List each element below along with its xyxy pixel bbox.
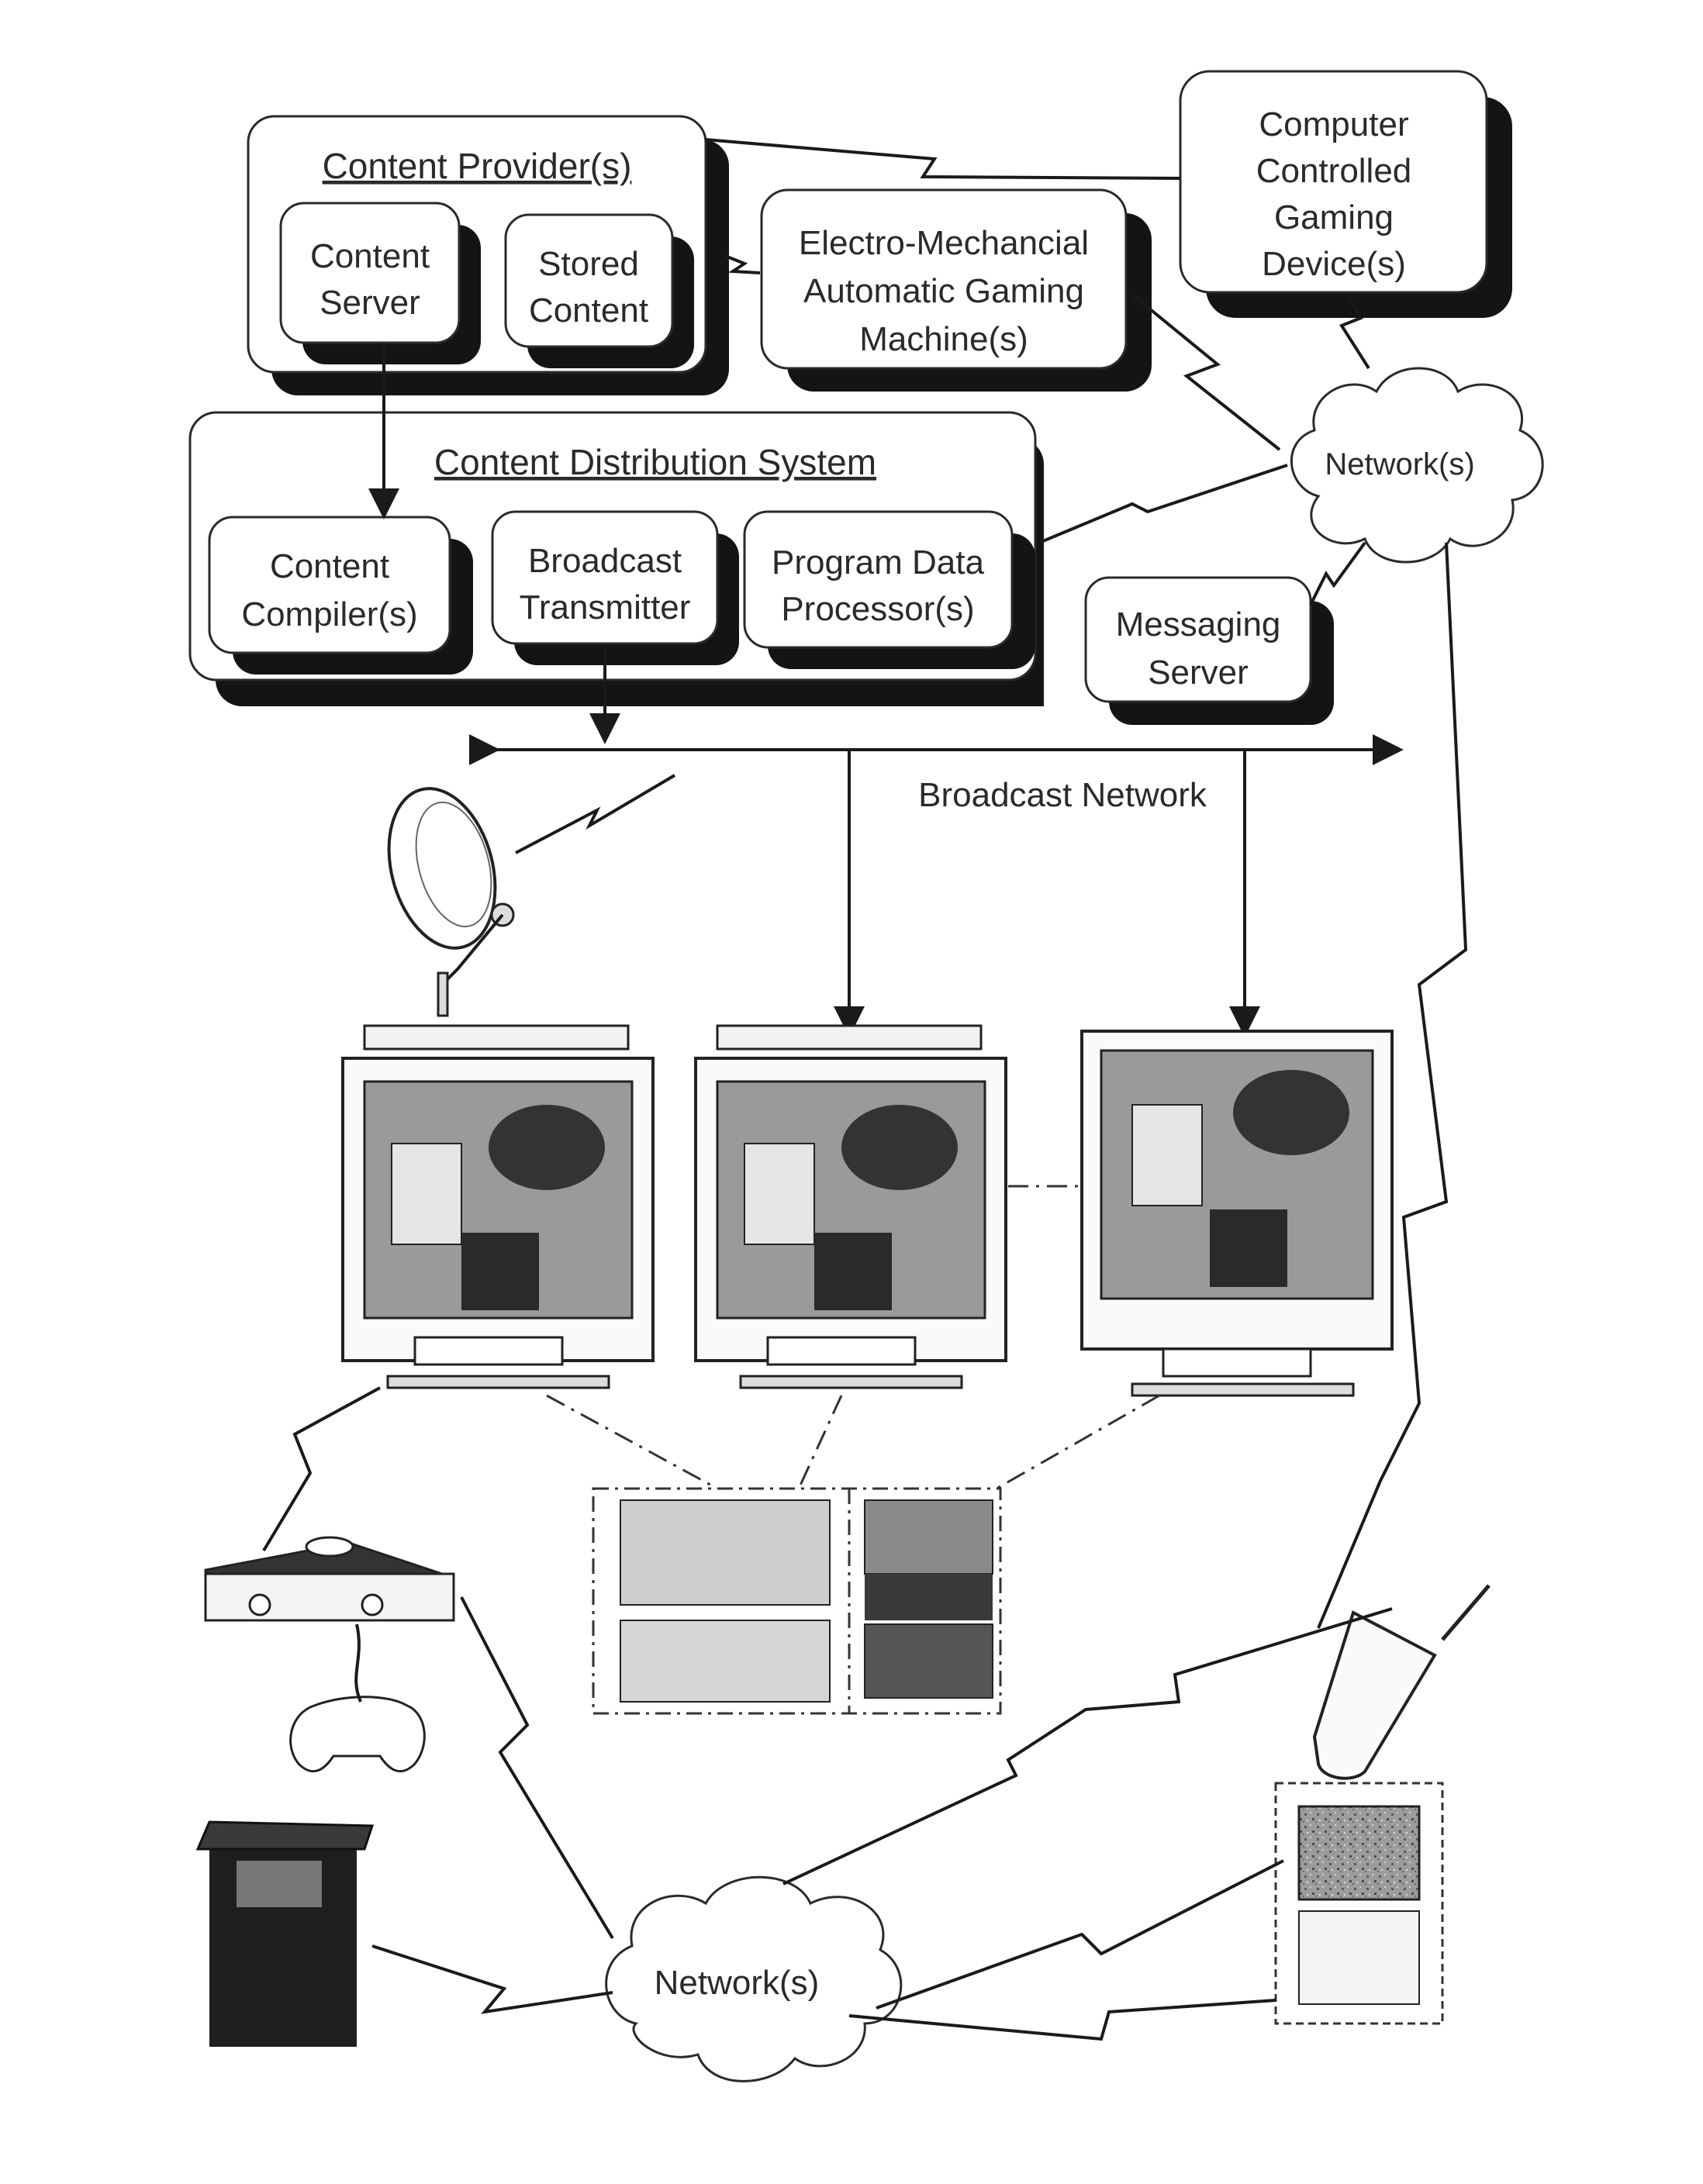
program-data-processor-box: Program Data Processor(s) xyxy=(744,512,1035,669)
compiler-label-1: Content xyxy=(270,547,389,585)
em-gaming-label-3: Machine(s) xyxy=(859,320,1028,358)
broadcast-network-bus: Broadcast Network xyxy=(485,750,1388,1022)
content-provider-group: Content Provider(s) Content Server Store… xyxy=(248,116,729,395)
content-server-label-2: Server xyxy=(320,284,420,322)
program-guide-panel xyxy=(593,1489,1000,1713)
monitor-2 xyxy=(696,1026,1006,1388)
network-cloud-top: Network(s) xyxy=(1291,368,1542,562)
ccgd-label-3: Gaming xyxy=(1274,198,1394,236)
content-server-box: Content Server xyxy=(281,203,481,364)
em-gaming-label-1: Electro-Mechancial xyxy=(799,224,1089,262)
program-data-label-1: Program Data xyxy=(772,543,984,581)
broadcast-transmitter-box: Broadcast Transmitter xyxy=(492,512,739,665)
mobile-phone-icon xyxy=(1314,1585,1489,1779)
messaging-server-box: Messaging Server xyxy=(1086,578,1334,725)
computer-gaming-device-box: Computer Controlled Gaming Device(s) xyxy=(1180,71,1512,318)
distribution-title: Content Distribution System xyxy=(434,442,876,482)
compiler-label-2: Compiler(s) xyxy=(241,595,417,633)
stored-content-label-1: Stored xyxy=(538,245,639,283)
network-top-label: Network(s) xyxy=(1325,447,1474,481)
ccgd-label-4: Device(s) xyxy=(1262,245,1406,283)
arcade-cabinet-icon xyxy=(198,1822,372,2047)
stored-content-label-2: Content xyxy=(529,292,648,329)
broadcast-tx-label-2: Transmitter xyxy=(520,588,691,626)
monitor-1 xyxy=(343,1026,653,1388)
content-distribution-group: Content Distribution System Content Comp… xyxy=(190,412,1044,706)
content-compiler-box: Content Compiler(s) xyxy=(209,517,473,675)
content-provider-title: Content Provider(s) xyxy=(323,146,632,186)
handheld-device-icon xyxy=(1276,1783,1442,2024)
stored-content-box: Stored Content xyxy=(506,215,694,368)
program-data-label-2: Processor(s) xyxy=(781,590,974,628)
ccgd-label-1: Computer xyxy=(1259,105,1408,143)
messaging-label-2: Server xyxy=(1148,654,1249,692)
broadcast-network-label: Broadcast Network xyxy=(918,776,1207,814)
satellite-dish-icon xyxy=(372,775,675,1016)
network-cloud-bottom: Network(s) xyxy=(606,1877,901,2081)
em-gaming-machine-box: Electro-Mechancial Automatic Gaming Mach… xyxy=(762,190,1152,392)
monitor-3 xyxy=(1082,1031,1392,1396)
ccgd-label-2: Controlled xyxy=(1256,152,1412,190)
content-server-label-1: Content xyxy=(310,237,430,275)
em-gaming-label-2: Automatic Gaming xyxy=(803,272,1084,310)
guide-dashed-links xyxy=(547,1396,1159,1489)
messaging-label-1: Messaging xyxy=(1116,606,1281,643)
network-bottom-label: Network(s) xyxy=(655,1964,820,2002)
game-controller-icon xyxy=(291,1624,425,1772)
game-console-icon xyxy=(206,1537,454,1620)
broadcast-tx-label-1: Broadcast xyxy=(528,542,682,580)
